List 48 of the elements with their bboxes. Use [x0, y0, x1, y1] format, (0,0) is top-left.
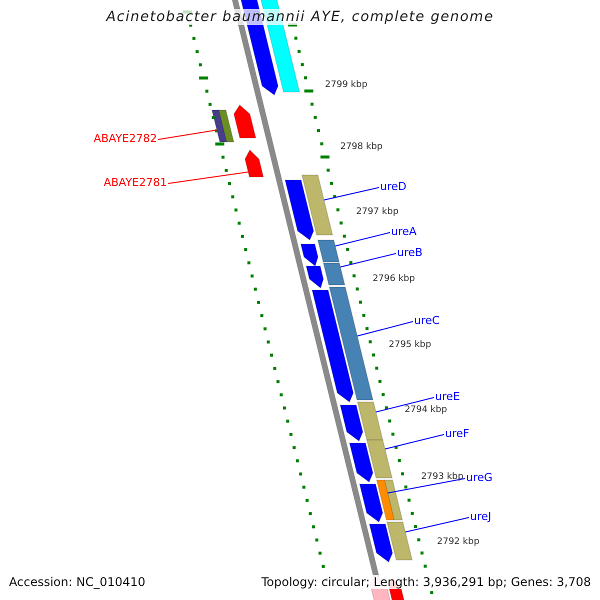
- scale-label: 2795 kbp: [388, 340, 432, 350]
- leader-line: [387, 478, 466, 494]
- gene-block: [348, 442, 374, 483]
- gene-name: ureA: [391, 225, 417, 238]
- gene-name: ureD: [380, 180, 406, 193]
- gene-name: ureJ: [470, 510, 492, 523]
- gene-name: ABAYE2782: [94, 132, 157, 145]
- leader-line: [356, 321, 414, 336]
- gene-bar: [218, 110, 234, 142]
- gene-block: [358, 484, 384, 523]
- footer-text: Topology: circular; Length: 3,936,291 bp; Genes: 3,708: [261, 575, 591, 589]
- gene-name: ureE: [435, 390, 460, 403]
- gene-block: [340, 404, 364, 442]
- scale-label: 2797 kbp: [356, 207, 399, 217]
- leader-line: [168, 172, 249, 184]
- leader-line: [324, 187, 380, 200]
- gene-block: [306, 266, 324, 289]
- scale-label: 2792 kbp: [437, 537, 480, 547]
- gene-bar: [384, 480, 404, 520]
- footer-text: Accession: NC_010410: [9, 575, 146, 589]
- leader-line: [340, 253, 396, 268]
- gene-name: ureB: [397, 246, 423, 259]
- gene-bar: [317, 240, 340, 262]
- gene-name: ureF: [445, 427, 470, 440]
- gene-block: [244, 149, 264, 178]
- gene-bar: [366, 440, 393, 478]
- gene-bar: [328, 286, 374, 400]
- leader-line: [158, 130, 218, 140]
- leader-line: [404, 517, 470, 532]
- gene-block: [368, 524, 394, 563]
- gene-block: [300, 244, 319, 267]
- leader-line: [375, 397, 434, 412]
- scale-label: 2798 kbp: [340, 142, 383, 152]
- leader-line: [334, 232, 390, 246]
- gene-bar: [301, 174, 334, 236]
- gene-name: ureC: [414, 314, 440, 327]
- gene-name: ABAYE2781: [104, 176, 167, 189]
- scale-label: 2799 kbp: [325, 80, 368, 90]
- scale-label: 2793 kbp: [421, 472, 464, 482]
- leader-line: [384, 434, 444, 450]
- gene-name: ureG: [466, 471, 493, 484]
- gene-block: [233, 104, 256, 138]
- scale-label: 2796 kbp: [372, 274, 415, 284]
- gene-block: [311, 290, 354, 403]
- scale-label: 2794 kbp: [404, 405, 448, 415]
- gene-block: [284, 180, 314, 241]
- gene-bar: [356, 402, 384, 440]
- gene-bar: [322, 262, 346, 286]
